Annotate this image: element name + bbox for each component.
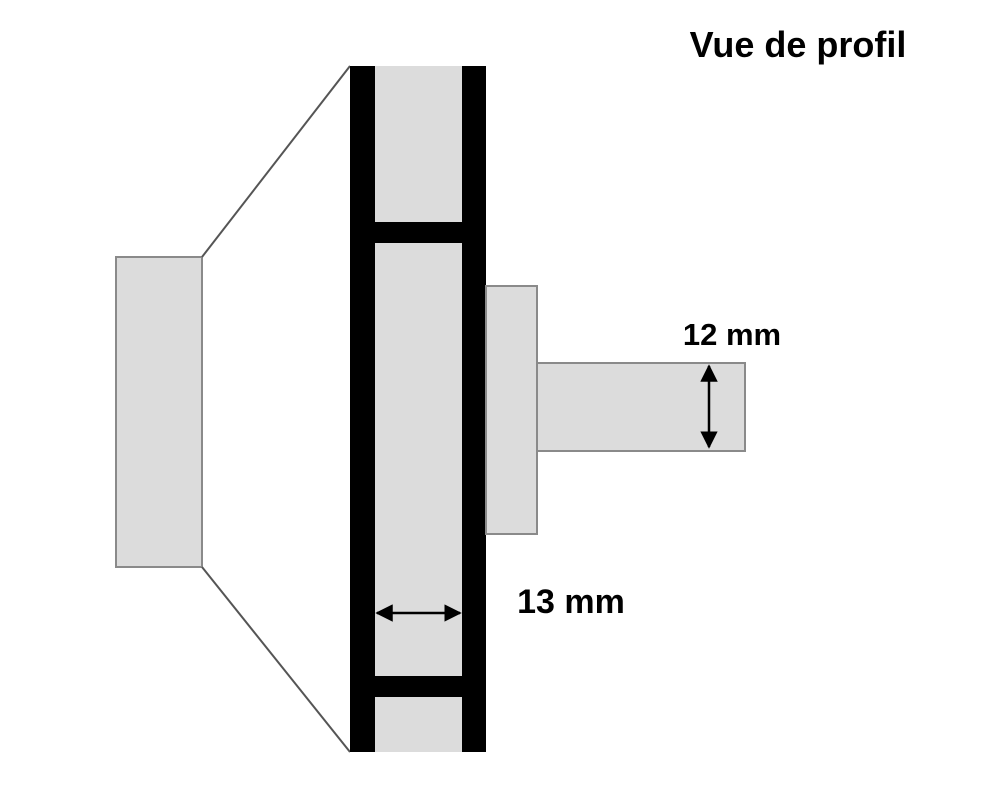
disc-lower-crossbar [375,676,462,697]
flange-bottom-line [201,566,351,753]
disc-upper-crossbar [375,222,462,243]
left-hub [115,256,203,568]
disc-left-wall [350,66,375,752]
disc-right-wall [462,66,486,752]
flange-top-line [201,65,351,258]
view-title: Vue de profil [690,24,907,65]
shaft-diameter-label: 12 mm [683,317,781,352]
shaft [536,362,746,452]
disc-thickness-label: 13 mm [517,583,625,621]
right-hub [485,285,538,535]
